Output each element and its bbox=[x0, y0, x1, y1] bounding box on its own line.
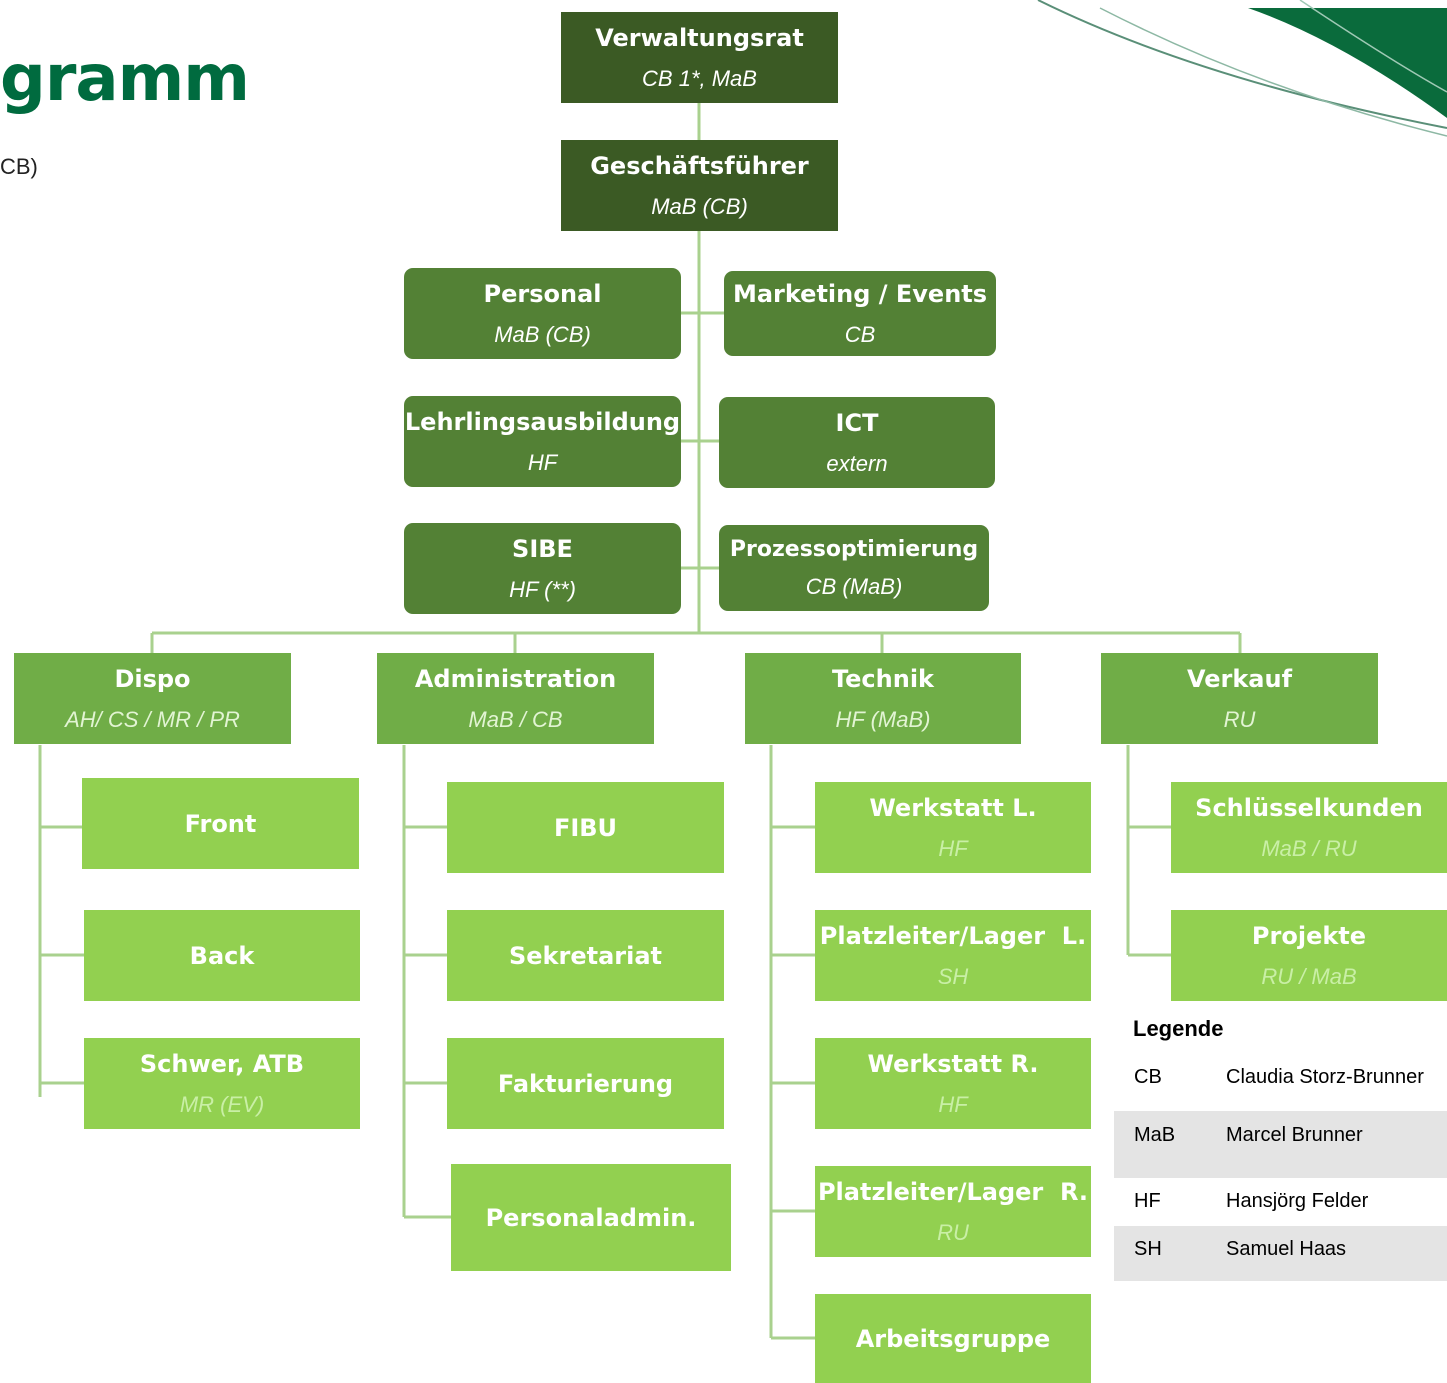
box-person: SH bbox=[937, 963, 969, 989]
box-name: Lehrlingsausbildung bbox=[404, 407, 681, 436]
box-person: extern bbox=[826, 450, 888, 476]
box-name: Schwer, ATB bbox=[139, 1049, 305, 1078]
legend-fullname: Marcel Brunner bbox=[1226, 1124, 1363, 1146]
box-person: MaB (CB) bbox=[651, 193, 748, 219]
box-schwer-atb: Schwer, ATB MR (EV) bbox=[84, 1038, 360, 1129]
legend-row-hf: HF Hansjörg Felder bbox=[1114, 1178, 1447, 1226]
box-name: Sekretariat bbox=[508, 941, 663, 970]
legend-fullname: Claudia Storz-Brunner bbox=[1226, 1066, 1424, 1088]
box-name: Werkstatt R. bbox=[867, 1049, 1039, 1078]
legend-abbr: SH bbox=[1134, 1238, 1162, 1260]
box-person: MaB / RU bbox=[1261, 835, 1357, 861]
box-person: AH/ CS / MR / PR bbox=[65, 706, 240, 732]
legend-abbr: CB bbox=[1134, 1066, 1162, 1088]
legend-abbr: MaB bbox=[1134, 1124, 1176, 1146]
logo-swoosh bbox=[1037, 0, 1447, 137]
legend-row-mab: MaB Marcel Brunner bbox=[1114, 1111, 1447, 1178]
box-werkstatt-r: Werkstatt R. HF bbox=[815, 1038, 1091, 1129]
box-name: FIBU bbox=[553, 813, 618, 842]
box-name: Personaladmin. bbox=[485, 1203, 697, 1232]
legend-abbr: HF bbox=[1134, 1190, 1161, 1212]
box-technik: Technik HF (MaB) bbox=[745, 653, 1021, 744]
box-name: Schlüsselkunden bbox=[1195, 793, 1423, 822]
box-prozessoptimierung: Prozessoptimierung CB (MaB) bbox=[719, 525, 989, 611]
page-title: gramm bbox=[0, 42, 250, 116]
box-lehrlingsausbildung: Lehrlingsausbildung HF bbox=[404, 396, 681, 487]
legend-row-cb: CB Claudia Storz-Brunner bbox=[1114, 1054, 1447, 1102]
box-name: Marketing / Events bbox=[732, 279, 988, 308]
box-platzleiter-lager-r: Platzleiter/Lager R. RU bbox=[815, 1166, 1091, 1257]
box-ict: ICT extern bbox=[719, 397, 995, 488]
legend-fullname: Samuel Haas bbox=[1226, 1238, 1347, 1260]
box-person: CB bbox=[844, 321, 876, 347]
box-name: Personal bbox=[483, 279, 602, 308]
box-name: Verkauf bbox=[1186, 664, 1293, 693]
box-geschaeftsfuehrer: Geschäftsführer MaB (CB) bbox=[561, 140, 838, 231]
box-sekretariat: Sekretariat bbox=[447, 910, 724, 1001]
page-subtitle: CB) bbox=[0, 154, 38, 179]
box-name: Platzleiter/Lager R. bbox=[817, 1177, 1089, 1206]
legend-row-sh: SH Samuel Haas bbox=[1114, 1226, 1447, 1281]
box-name: Platzleiter/Lager L. bbox=[819, 921, 1087, 950]
box-projekte: Projekte RU / MaB bbox=[1171, 910, 1447, 1001]
box-name: Projekte bbox=[1251, 921, 1367, 950]
box-person: HF (**) bbox=[509, 576, 576, 602]
box-marketing-events: Marketing / Events CB bbox=[724, 271, 996, 356]
box-platzleiter-lager-l: Platzleiter/Lager L. SH bbox=[815, 910, 1091, 1001]
box-personal: Personal MaB (CB) bbox=[404, 268, 681, 359]
box-arbeitsgruppe: Arbeitsgruppe bbox=[815, 1294, 1091, 1383]
box-person: MaB (CB) bbox=[494, 321, 591, 347]
box-person: CB (MaB) bbox=[805, 574, 903, 599]
box-name: Technik bbox=[831, 664, 935, 693]
box-person: RU / MaB bbox=[1261, 963, 1357, 989]
box-name: Verwaltungsrat bbox=[595, 23, 804, 52]
box-name: Back bbox=[189, 941, 255, 970]
box-person: MaB / CB bbox=[468, 706, 563, 732]
box-back: Back bbox=[84, 910, 360, 1001]
box-fibu: FIBU bbox=[447, 782, 724, 873]
box-dispo: Dispo AH/ CS / MR / PR bbox=[14, 653, 291, 744]
box-name: Arbeitsgruppe bbox=[855, 1324, 1051, 1353]
box-name: ICT bbox=[835, 408, 879, 437]
box-name: Administration bbox=[414, 664, 617, 693]
box-person: HF bbox=[938, 1091, 968, 1117]
box-person: HF (MaB) bbox=[835, 706, 931, 732]
legend-fullname: Hansjörg Felder bbox=[1226, 1190, 1369, 1212]
box-werkstatt-l: Werkstatt L. HF bbox=[815, 782, 1091, 873]
legend-title: Legende bbox=[1133, 1016, 1224, 1041]
box-personaladmin: Personaladmin. bbox=[451, 1164, 731, 1271]
box-schluesselkunden: Schlüsselkunden MaB / RU bbox=[1171, 782, 1447, 873]
box-person: RU bbox=[937, 1219, 969, 1245]
box-person: HF bbox=[938, 835, 968, 861]
box-name: Front bbox=[184, 809, 257, 838]
box-name: Prozessoptimierung bbox=[729, 537, 979, 562]
box-person: HF bbox=[527, 449, 558, 475]
box-sibe: SIBE HF (**) bbox=[404, 523, 681, 614]
box-verkauf: Verkauf RU bbox=[1101, 653, 1378, 744]
box-person: CB 1*, MaB bbox=[642, 65, 757, 91]
box-person: RU bbox=[1223, 706, 1256, 732]
box-name: SIBE bbox=[512, 534, 573, 563]
box-person: MR (EV) bbox=[179, 1091, 265, 1117]
box-administration: Administration MaB / CB bbox=[377, 653, 654, 744]
box-verwaltungsrat: Verwaltungsrat CB 1*, MaB bbox=[561, 12, 838, 103]
box-name: Geschäftsführer bbox=[590, 151, 809, 180]
box-fakturierung: Fakturierung bbox=[447, 1038, 724, 1129]
box-name: Werkstatt L. bbox=[869, 793, 1037, 822]
box-name: Dispo bbox=[114, 664, 191, 693]
box-front: Front bbox=[82, 778, 359, 869]
box-name: Fakturierung bbox=[497, 1069, 674, 1098]
